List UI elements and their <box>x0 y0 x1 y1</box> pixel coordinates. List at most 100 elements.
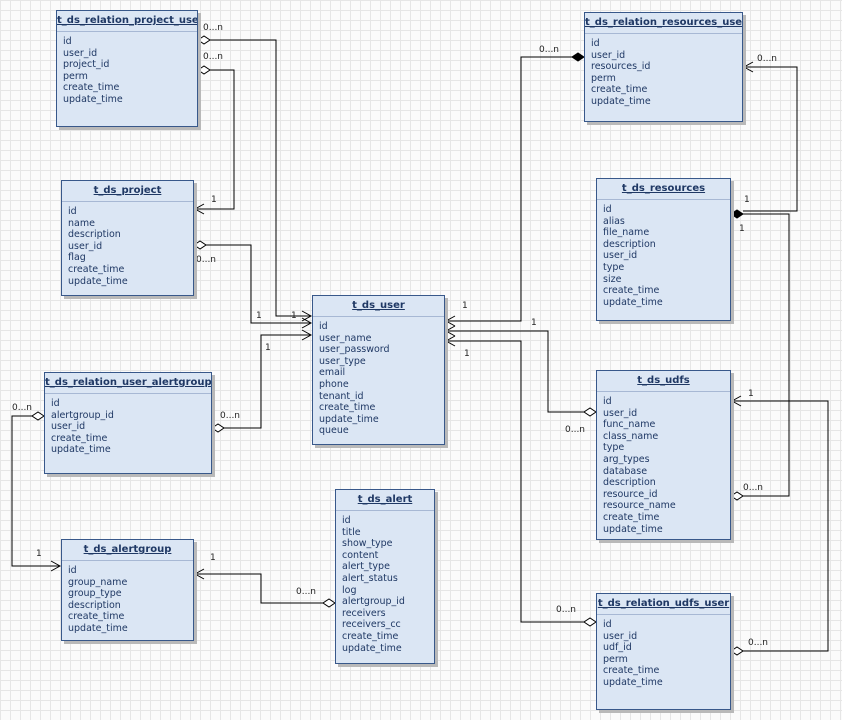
entity-field: resource_id <box>603 488 658 500</box>
entity-field: description <box>603 477 656 489</box>
composition-diamond <box>730 209 744 219</box>
multiplicity-label: 0...n <box>743 483 763 493</box>
relationship-line <box>743 213 790 497</box>
relationship-line <box>224 334 310 429</box>
multiplicity-label: 1 <box>265 343 271 353</box>
entity-title: t_ds_project <box>62 181 193 202</box>
relationship-line <box>743 66 798 212</box>
entity-field: resource_name <box>603 500 676 512</box>
entity-field: queue <box>319 425 349 437</box>
entity-field: description <box>68 599 121 611</box>
entity-field: id <box>63 36 72 47</box>
entity-field: update_time <box>603 523 663 535</box>
entity-field: update_time <box>603 676 663 688</box>
entity-field: create_time <box>63 82 120 94</box>
entity-field: update_time <box>68 622 128 634</box>
relationship-line <box>733 400 829 652</box>
entity-field: udf_id <box>603 642 632 654</box>
aggregation-diamond <box>583 617 597 627</box>
multiplicity-label: 1 <box>36 549 42 559</box>
entity-field: class_name <box>603 430 659 442</box>
entity-field: group_type <box>68 588 122 600</box>
entity-field: id <box>68 565 77 576</box>
arrow-head <box>193 203 205 215</box>
aggregation-diamond <box>197 35 211 45</box>
entity-field: user_id <box>603 250 638 262</box>
multiplicity-label: 1 <box>739 224 745 234</box>
entity-field: description <box>68 229 121 241</box>
aggregation-diamond <box>583 407 597 417</box>
entity-field: update_time <box>63 93 123 105</box>
aggregation-diamond <box>211 423 225 433</box>
entity-field: create_time <box>603 511 660 523</box>
entity-field: database <box>603 465 648 477</box>
entity-field: size <box>603 273 622 285</box>
entity-field: id <box>603 396 612 407</box>
multiplicity-label: 0...n <box>12 403 32 413</box>
arrow-head <box>444 315 456 327</box>
entity-field: update_time <box>51 444 111 456</box>
entity-field: file_name <box>603 227 650 239</box>
entity-field: resources_id <box>591 61 651 73</box>
entity-field: perm <box>63 70 88 82</box>
multiplicity-label: 0...n <box>196 255 216 265</box>
entity-field: show_type <box>342 538 393 550</box>
multiplicity-label: 0...n <box>565 425 585 435</box>
entity-field: receivers <box>342 607 386 619</box>
entity-field: update_time <box>342 642 402 654</box>
multiplicity-label: 0...n <box>296 587 316 597</box>
multiplicity-label: 1 <box>256 311 262 321</box>
multiplicity-label: 0...n <box>556 605 576 615</box>
entity-field: user_name <box>319 332 372 344</box>
aggregation-diamond <box>197 65 211 75</box>
entity-field: log <box>342 584 357 596</box>
entity-field: update_time <box>603 296 663 308</box>
aggregation-diamond <box>322 598 336 608</box>
entity-field: alert_status <box>342 572 398 584</box>
multiplicity-label: 0...n <box>757 54 777 64</box>
composition-diamond <box>571 52 585 62</box>
entity-field: perm <box>603 653 628 665</box>
entity-field: user_id <box>68 240 103 252</box>
multiplicity-label: 0...n <box>220 411 240 421</box>
arrow-head <box>742 61 754 73</box>
entity-title: t_ds_relation_resources_user <box>585 13 742 34</box>
entity-title: t_ds_resources <box>597 179 730 200</box>
entity-field: user_type <box>319 355 366 367</box>
relationship-line <box>196 69 235 210</box>
entity-field: content <box>342 549 379 561</box>
multiplicity-label: 1 <box>531 318 537 328</box>
entity-field: id <box>603 619 612 630</box>
multiplicity-label: 1 <box>291 311 297 321</box>
entity-field: user_id <box>63 47 98 59</box>
entity-field: id <box>68 206 77 217</box>
entity-field: create_time <box>603 665 660 677</box>
entity-field: func_name <box>603 419 656 431</box>
multiplicity-label: 1 <box>211 195 217 205</box>
entity-field: create_time <box>342 630 399 642</box>
entity-field: project_id <box>63 59 110 71</box>
arrow-head <box>50 560 62 572</box>
entity-field: alertgroup_id <box>51 409 114 421</box>
entity-field: alertgroup_id <box>342 596 405 608</box>
multiplicity-label: 0...n <box>539 45 559 55</box>
multiplicity-label: 1 <box>462 301 468 311</box>
entity-field: update_time <box>68 275 128 287</box>
